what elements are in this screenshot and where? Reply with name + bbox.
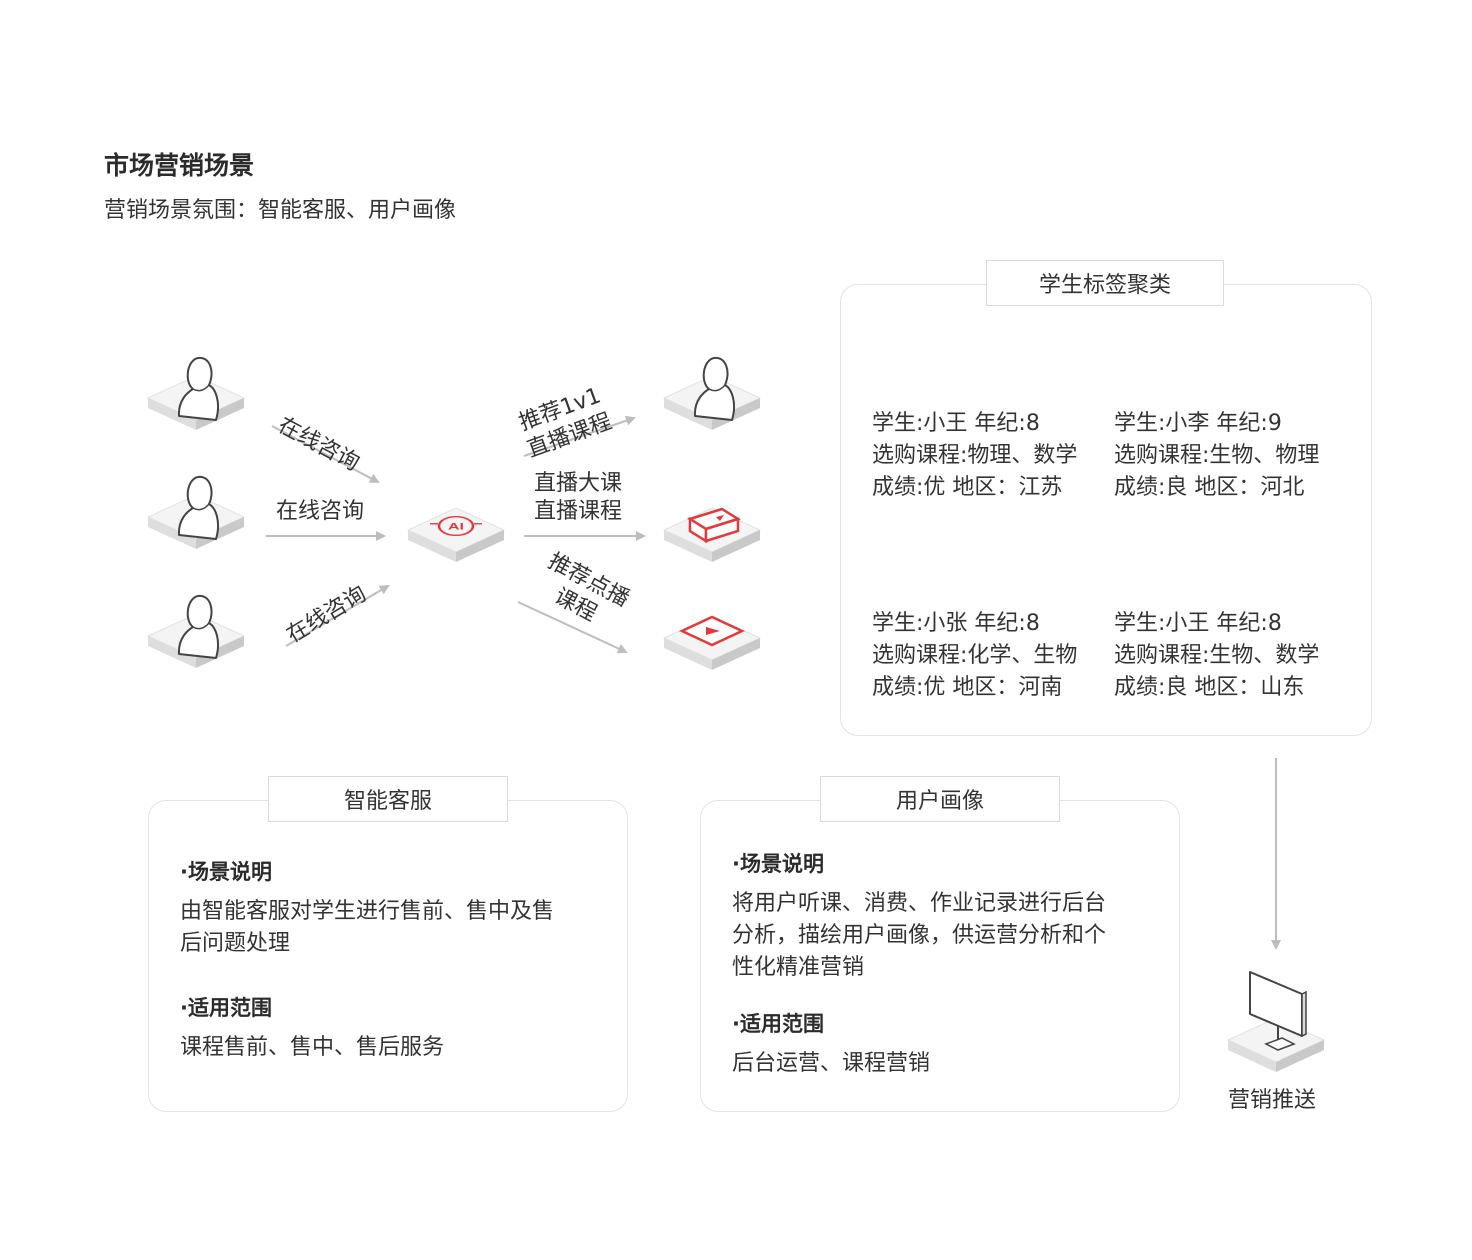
student-node-2 [147, 475, 245, 550]
cluster-panel [840, 284, 1372, 736]
student-info: 学生:小王 年纪:8 选购课程:生物、数学 成绩:良 地区：山东 [1114, 611, 1320, 700]
student-info: 学生:小王 年纪:8 选购课程:物理、数学 成绩:优 地区：江苏 [872, 411, 1078, 500]
page-title: 市场营销场景 [104, 151, 255, 180]
ai-service-icon: AI [430, 515, 482, 537]
cluster-panel-label: 学生标签聚类 [986, 260, 1224, 306]
scene-heading: ·场景说明 [180, 860, 272, 884]
student-node-1 [147, 356, 245, 431]
scope-heading: ·适用范围 [732, 1012, 824, 1036]
smart-service-panel [148, 800, 628, 1112]
output-node-vod [663, 615, 761, 671]
scene-heading: ·场景说明 [732, 852, 824, 876]
output-node-live [663, 507, 761, 563]
scope-description: 后台运营、课程营销 [732, 1051, 931, 1076]
user-profile-panel-label: 用户画像 [820, 776, 1060, 822]
student-node-3 [147, 594, 245, 669]
scene-description: 将用户听课、消费、作业记录进行后台 分析，描绘用户画像，供运营分析和个 性化精准… [732, 891, 1107, 980]
output-node-1v1 [663, 356, 761, 431]
scene-description: 由智能客服对学生进行售前、售中及售 后问题处理 [180, 899, 555, 956]
arrow-consult-top [271, 425, 380, 483]
arrow-consult-bottom [285, 584, 390, 647]
smart-service-panel-label: 智能客服 [268, 776, 508, 822]
video-play-icon [679, 615, 745, 647]
scope-description: 课程售前、售中、售后服务 [180, 1035, 445, 1060]
arrow-rec-1v1 [523, 415, 636, 457]
student-info: 学生:小李 年纪:9 选购课程:生物、物理 成绩:良 地区：河北 [1114, 411, 1320, 500]
svg-text:AI: AI [448, 521, 464, 531]
ai-service-node: AI [407, 507, 505, 563]
edge-label-live-big: 直播大课 直播课程 [534, 471, 623, 524]
edge-label-consult-mid: 在线咨询 [276, 499, 365, 524]
student-info: 学生:小张 年纪:8 选购课程:化学、生物 成绩:优 地区：河南 [872, 611, 1078, 700]
scope-heading: ·适用范围 [180, 996, 272, 1020]
monitor-icon [1249, 971, 1307, 1051]
arrow-rec-vod [517, 601, 628, 654]
live-class-icon [687, 507, 741, 544]
push-label: 营销推送 [1228, 1088, 1317, 1113]
push-node [1227, 971, 1325, 1073]
page-subtitle: 营销场景氛围：智能客服、用户画像 [104, 198, 457, 223]
